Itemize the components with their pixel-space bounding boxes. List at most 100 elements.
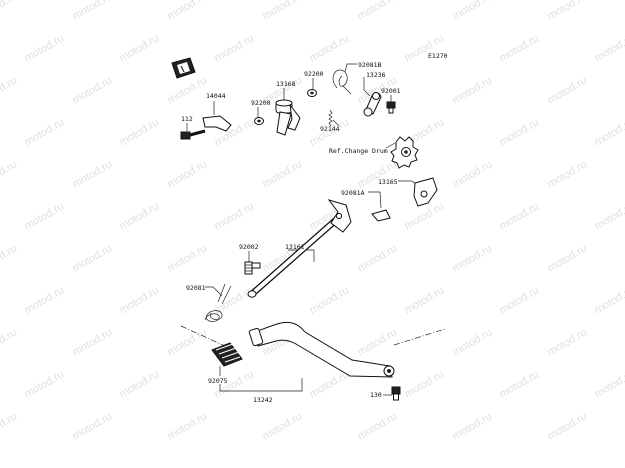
watermark-text: motod.ru (403, 200, 447, 232)
watermark-text: motod.ru (213, 200, 257, 232)
watermark-text: motod.ru (546, 74, 590, 106)
watermark-text: motod.ru (166, 74, 210, 106)
rubber-92075 (211, 342, 243, 367)
watermark-text: motod.ru (451, 410, 495, 442)
watermark-text: motod.ru (451, 242, 495, 274)
label-13165: 13165 (378, 178, 398, 186)
watermark-text: motod.ru (308, 284, 352, 316)
spring-92081 (204, 283, 232, 322)
watermark-text: motod.ru (166, 0, 210, 23)
label-13168: 13168 (276, 80, 296, 88)
watermark-text: motod.ru (71, 0, 115, 23)
label-92002: 92002 (239, 243, 259, 251)
shaft-13161 (247, 199, 352, 298)
watermark-text: motod.ru (356, 242, 400, 274)
watermark-text: motod.ru (356, 326, 400, 358)
watermark-text: motod.ru (166, 242, 210, 274)
spring-92144 (328, 109, 333, 127)
bolt-92001 (386, 101, 396, 114)
stud-92002 (244, 261, 261, 275)
label-92144: 92144 (320, 125, 340, 133)
kit-box-icon (171, 57, 196, 79)
label-13242: 13242 (253, 396, 273, 404)
figure-code: E1270 (428, 52, 448, 60)
label-92200-left: 92200 (251, 99, 271, 107)
watermark-text: motod.ru (593, 200, 625, 232)
watermark-text: motod.ru (261, 0, 305, 23)
watermark-text: motod.ru (71, 410, 115, 442)
watermark-text: motod.ru (261, 158, 305, 190)
watermark-text: motod.ru (593, 32, 625, 64)
watermark-text: motod.ru (0, 158, 19, 190)
watermark-text: motod.ru (451, 0, 495, 23)
label-92081b: 92081B (358, 61, 382, 69)
label-13236: 13236 (366, 71, 386, 79)
label-92081a: 92081A (341, 189, 365, 197)
watermark-text: motod.ru (23, 116, 67, 148)
watermark-text: motod.ru (0, 410, 19, 442)
arm-13168 (275, 99, 301, 136)
part-labels: 92081B 92200 13236 13168 14044 92200 920… (181, 61, 401, 404)
label-92200-top: 92200 (304, 70, 324, 78)
watermark-text: motod.ru (0, 0, 19, 23)
bolt-112 (180, 129, 206, 140)
bolt-130 (391, 386, 401, 401)
label-ref-change-drum: Ref.Change Drum (329, 147, 388, 155)
watermark-text: motod.ru (451, 326, 495, 358)
watermark-text: motod.ru (308, 32, 352, 64)
watermark-text: motod.ru (403, 284, 447, 316)
watermark-text: motod.ru (261, 410, 305, 442)
watermark-text: motod.ru (593, 368, 625, 400)
watermark-text: motod.ru (546, 242, 590, 274)
watermark-text: motod.ru (498, 200, 542, 232)
plate-14044 (202, 115, 232, 132)
watermark-text: motod.ru (118, 200, 162, 232)
watermark-text: motod.ru (118, 284, 162, 316)
label-92075: 92075 (208, 377, 228, 385)
watermark-text: motod.ru (71, 74, 115, 106)
label-92081: 92081 (186, 284, 206, 292)
watermark-text: motod.ru (213, 32, 257, 64)
watermark-text: motod.ru (403, 368, 447, 400)
watermark-text: motod.ru (546, 158, 590, 190)
watermark-text: motod.ru (23, 32, 67, 64)
watermark-text: motod.ru (71, 242, 115, 274)
watermark-text: motod.ru (0, 242, 19, 274)
watermark-text: motod.ru (0, 74, 19, 106)
watermark-text: motod.ru (546, 326, 590, 358)
watermark-text: motod.ru (71, 158, 115, 190)
watermark-text: motod.ru (0, 326, 19, 358)
label-92001: 92001 (381, 87, 401, 95)
watermark-text: motod.ru (23, 284, 67, 316)
watermark-text: motod.ru (356, 410, 400, 442)
change-drum-gear (390, 136, 419, 169)
watermark-text: motod.ru (118, 368, 162, 400)
watermark-text: motod.ru (546, 410, 590, 442)
watermark-text: motod.ru (166, 410, 210, 442)
lever-13236 (363, 92, 382, 117)
label-112: 112 (181, 115, 193, 123)
watermark-text: motod.ru (451, 74, 495, 106)
watermark-text: motod.ru (166, 158, 210, 190)
watermark-text: motod.ru (71, 326, 115, 358)
clip-92081a (371, 209, 391, 222)
label-130: 130 (370, 391, 382, 399)
watermark-text: motod.ru (498, 368, 542, 400)
watermark-text: motod.ru (356, 0, 400, 23)
label-14044: 14044 (206, 92, 226, 100)
watermark-text: motod.ru (166, 326, 210, 358)
pedal-13242 (248, 321, 395, 378)
watermark-text: motod.ru (498, 284, 542, 316)
spring-92081b (332, 69, 352, 95)
watermark-text: motod.ru (593, 116, 625, 148)
watermark-text: motod.ru (213, 284, 257, 316)
watermark-text: motod.ru (593, 284, 625, 316)
watermark-text: motod.ru (23, 200, 67, 232)
watermark-text: motod.ru (451, 158, 495, 190)
label-13161: 13161 (285, 243, 305, 251)
watermark-text: motod.ru (498, 116, 542, 148)
watermark-text: motod.ru (546, 0, 590, 23)
